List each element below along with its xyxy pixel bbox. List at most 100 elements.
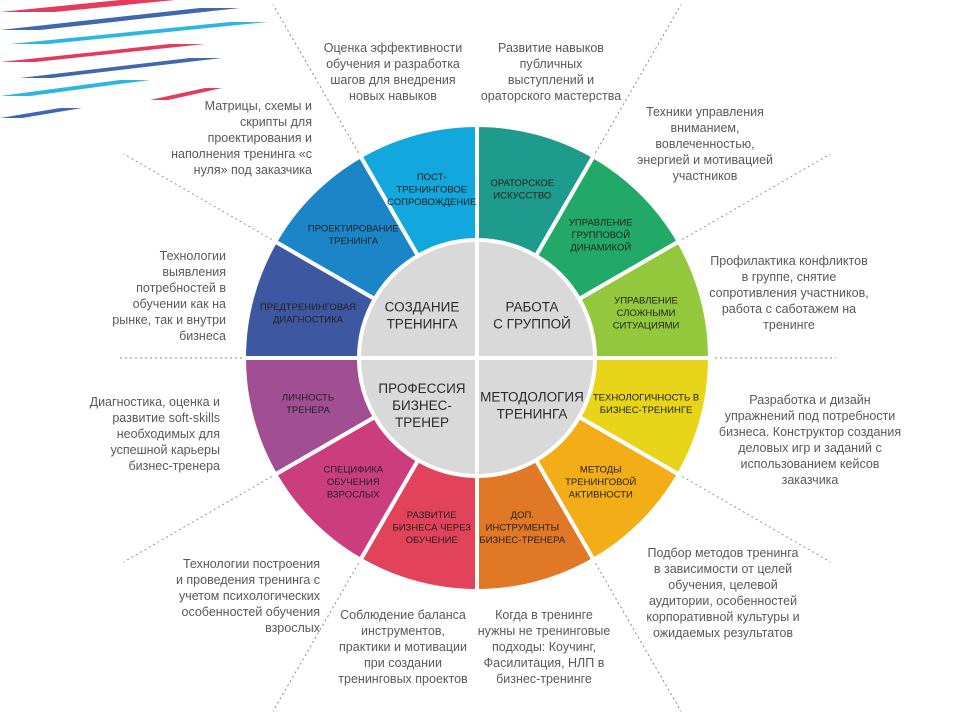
description-line: Профилактика конфликтов — [710, 254, 868, 268]
description-line: упражнений под потребности — [724, 409, 896, 423]
dashed-guide-line — [681, 476, 831, 563]
dashed-guide-line — [681, 153, 831, 240]
description-line: Диагностика, оценка и — [89, 395, 220, 409]
ring-segment — [357, 122, 479, 259]
description-line: тренинге — [763, 318, 815, 332]
description-line: публичных — [519, 57, 583, 71]
description-line: практики и мотивации — [339, 640, 467, 654]
dashed-guide-line — [595, 4, 682, 154]
description-line: корпоративной культуры и — [646, 610, 800, 624]
description-line: особенностей обучения — [181, 605, 320, 619]
description-line: проектирования и — [207, 131, 312, 145]
description-line: Подбор методов тренинга — [647, 546, 799, 560]
description-line: выступлений и — [507, 73, 595, 87]
outer-ring — [241, 122, 713, 594]
description-line: бизнес-тренинге — [496, 672, 592, 686]
segment-description: Технологии выявления потребностей в обучен… — [96, 248, 226, 344]
description-line: шагов для внедрения — [330, 73, 456, 87]
description-line: необходимых для — [116, 427, 220, 441]
description-line: учетом психологических — [178, 589, 320, 603]
description-line: наполнения тренинга «с — [171, 147, 312, 161]
ribbon-stripe — [0, 108, 82, 118]
ribbon-stripe — [0, 80, 150, 96]
description-line: вовлеченностью, — [655, 137, 755, 151]
dashed-guide-line — [123, 476, 273, 563]
description-line: Разработка и дизайн — [749, 393, 871, 407]
description-line: бизнеса. Конструктор создания — [718, 425, 902, 439]
description-line: бизнеса — [179, 329, 226, 343]
ribbon-stripe — [0, 44, 205, 62]
dashed-guide-line — [123, 153, 273, 240]
segment-description: Подбор методов тренинга в зависимости от … — [628, 545, 818, 641]
decorative-ribbons — [0, 0, 268, 118]
description-line: участников — [672, 169, 738, 183]
description-line: в группе, снятие — [741, 270, 837, 284]
description-line: нужны не тренинговые — [477, 624, 611, 638]
description-line: Матрицы, схемы и — [204, 99, 312, 113]
description-line: тренинговых проектов — [338, 672, 468, 686]
description-line: вниманием, — [670, 121, 740, 135]
description-line: деловых игр и заданий с — [738, 441, 882, 455]
ribbon-stripe — [0, 8, 240, 30]
description-line: Фасилитация, НЛП в — [483, 656, 605, 670]
segment-description: Техники управления вниманием, вовлеченност… — [630, 104, 780, 184]
description-line: заказчика — [781, 473, 839, 487]
description-line: в зависимости от целей — [653, 562, 793, 576]
description-line: инструментов, — [361, 624, 445, 638]
segment-description: Развитие навыков публичных выступлений и ор… — [470, 40, 632, 104]
description-line: ораторского мастерства — [480, 89, 622, 103]
description-line: аудитории, особенностей — [648, 594, 798, 608]
segment-description: Профилактика конфликтов в группе, снятие с… — [700, 253, 878, 333]
segment-description: Разработка и дизайн упражнений под потреб… — [712, 392, 908, 488]
dashed-guide-line — [272, 562, 359, 712]
description-line: нуля» под заказчика — [193, 163, 312, 177]
description-line: потребностей в — [136, 281, 226, 295]
description-line: обучения и разработка — [326, 57, 460, 71]
description-line: подходы: Коучинг, — [492, 640, 596, 654]
description-line: Развитие навыков — [498, 41, 604, 55]
description-line: обучении как на — [132, 297, 226, 311]
dashed-guide-line — [595, 562, 682, 712]
description-line: сопротивления участников, — [709, 286, 869, 300]
description-line: при создании — [364, 656, 442, 670]
segment-description: Матрицы, схемы и скрипты для проектировани… — [162, 98, 312, 178]
description-line: работа с саботажем на — [721, 302, 857, 316]
description-line: успешной карьеры — [110, 443, 220, 457]
description-line: развитие soft-skills — [112, 411, 220, 425]
description-line: энергией и мотивацией — [636, 153, 774, 167]
description-line: Технологии выявления — [159, 249, 226, 279]
description-line: новых навыков — [349, 89, 437, 103]
dashed-guide-line — [272, 4, 359, 154]
description-line: использованием кейсов — [740, 457, 880, 471]
ribbon-stripe — [20, 58, 222, 78]
segment-description: Диагностика, оценка и развитие soft-skill… — [60, 394, 220, 474]
description-line: бизнес-тренера — [128, 459, 220, 473]
description-line: Техники управления — [646, 105, 764, 119]
ribbon-stripe — [10, 22, 268, 44]
description-line: скрипты для — [240, 115, 312, 129]
ribbon-stripe — [0, 0, 175, 12]
description-line: рынке, так и внутри — [112, 313, 226, 327]
guide-lines — [120, 4, 836, 712]
